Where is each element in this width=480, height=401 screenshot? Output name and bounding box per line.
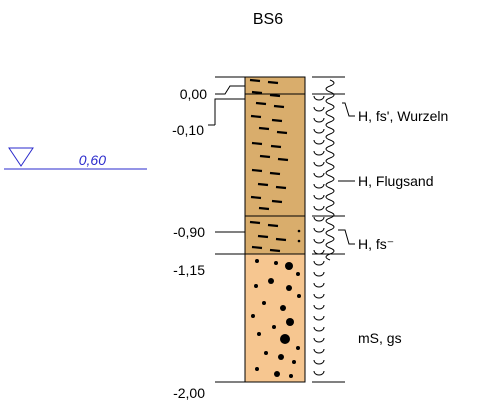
borehole-title: BS6 [253, 11, 283, 28]
humus-hatch-pattern [249, 78, 289, 253]
layer-label: H, fs⁻ [358, 236, 394, 252]
layer-fill-sand-gravel [245, 254, 305, 382]
layer-fill-top [245, 77, 305, 94]
gravel-dot-pattern [251, 229, 301, 378]
water-level-value: 0,60 [79, 152, 106, 168]
soil-column [244, 76, 306, 383]
depth-label: -1,15 [173, 262, 205, 278]
water-level-marker: 0,60 [4, 147, 147, 170]
depth-label: 0,00 [180, 86, 207, 102]
depth-ticks [208, 76, 245, 383]
column-outline [244, 76, 306, 383]
depth-label: -0,10 [172, 122, 204, 138]
layer-label: H, Flugsand [358, 173, 433, 189]
layer-label: mS, gs [358, 330, 402, 346]
annotation-column [312, 76, 355, 383]
depth-label: -2,00 [173, 385, 205, 401]
water-level-triangle-icon [8, 147, 34, 167]
moist-symbol-icon [313, 95, 325, 376]
layer-label: H, fs', Wurzeln [358, 108, 448, 124]
layer-fill-humus [245, 94, 305, 216]
depth-label: -0,90 [173, 224, 205, 240]
wave-symbol-icon [325, 79, 335, 261]
